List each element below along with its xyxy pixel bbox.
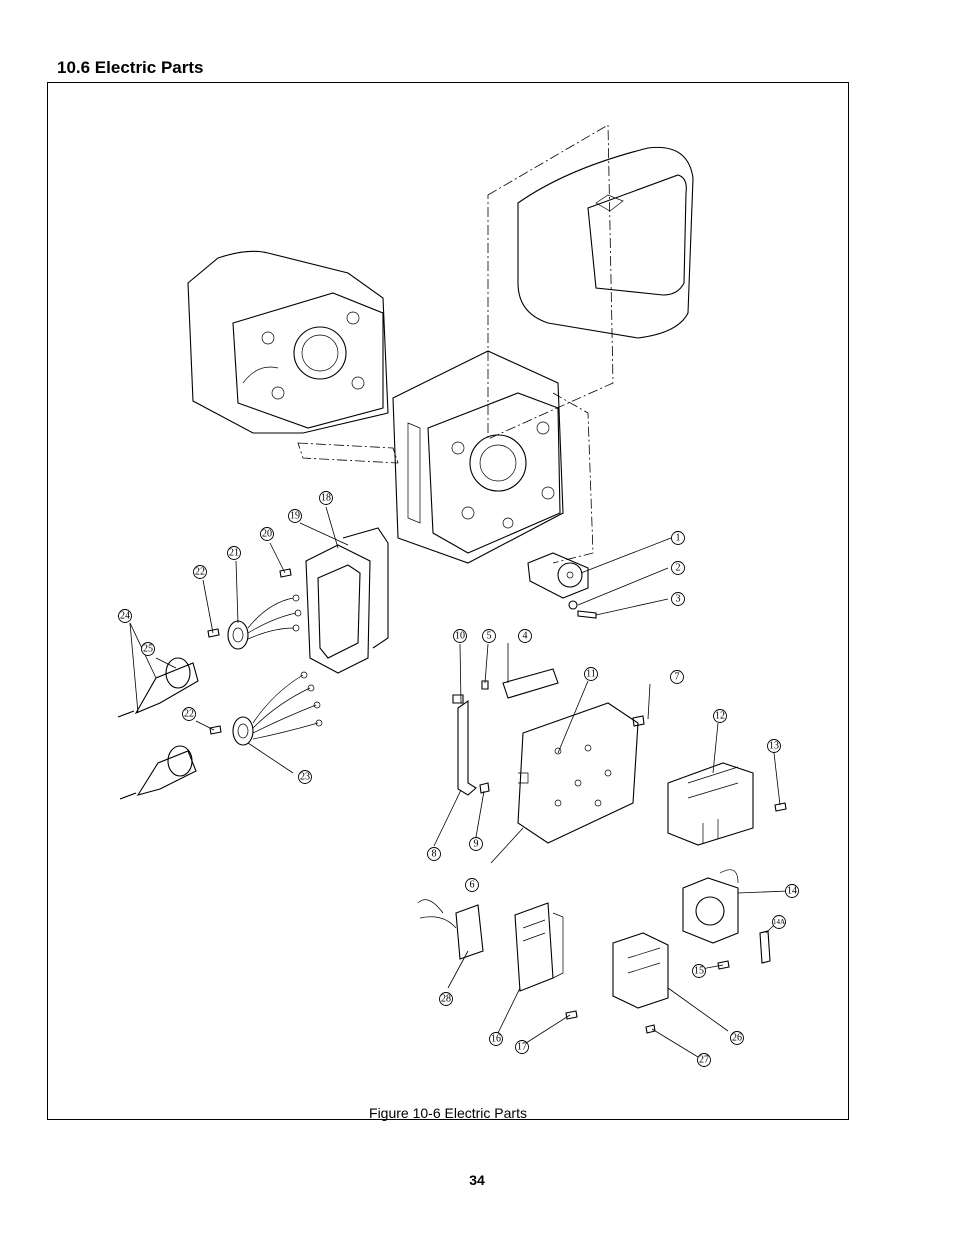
callout-22-upper: 22	[193, 565, 207, 579]
callout-13: 13	[767, 739, 781, 753]
callout-26: 26	[730, 1031, 744, 1045]
svg-text:17: 17	[517, 1042, 527, 1053]
callout-17: 17	[515, 1040, 529, 1054]
svg-text:21: 21	[229, 548, 239, 559]
callout-6: 6	[465, 878, 479, 892]
svg-text:13: 13	[769, 741, 779, 752]
bracket	[457, 699, 477, 796]
callout-3: 3	[671, 592, 685, 606]
exploded-parts-diagram: 1 2 3 4 5 6 7 8 9 10 11 12 13 14 14A 15 …	[117, 124, 799, 1067]
callout-21: 21	[227, 546, 241, 560]
svg-text:15: 15	[694, 966, 704, 977]
svg-text:24: 24	[120, 611, 130, 622]
svg-text:27: 27	[699, 1055, 709, 1066]
svg-text:10: 10	[455, 631, 465, 642]
svg-text:3: 3	[676, 594, 681, 605]
contactor-upper	[667, 762, 754, 846]
svg-text:22: 22	[195, 567, 205, 578]
callout-1: 1	[671, 531, 685, 545]
contactor-lower	[612, 932, 669, 1009]
callout-12: 12	[713, 709, 727, 723]
controller-module	[514, 902, 564, 992]
callout-27: 27	[697, 1053, 711, 1067]
svg-text:25: 25	[143, 644, 153, 655]
svg-text:20: 20	[262, 529, 272, 540]
cable-gland-upper	[117, 657, 199, 718]
callout-8: 8	[427, 847, 441, 861]
leader-lines	[129, 506, 789, 1058]
callout-11: 11	[584, 667, 598, 681]
svg-text:4: 4	[523, 631, 528, 642]
callout-28: 28	[439, 992, 453, 1006]
callout-19: 19	[288, 509, 302, 523]
svg-text:1: 1	[676, 533, 681, 544]
callout-15: 15	[692, 964, 706, 978]
svg-text:9: 9	[474, 839, 479, 850]
callout-22-lower: 22	[182, 707, 196, 721]
callout-14a: 14A	[772, 915, 786, 929]
svg-text:5: 5	[487, 631, 492, 642]
callout-16: 16	[489, 1032, 503, 1046]
svg-text:26: 26	[732, 1033, 742, 1044]
figure-frame: 1 2 3 4 5 6 7 8 9 10 11 12 13 14 14A 15 …	[47, 82, 849, 1121]
callout-24: 24	[118, 609, 132, 623]
section-title: 10.6 Electric Parts	[57, 58, 204, 77]
callout-5: 5	[482, 629, 496, 643]
svg-text:22: 22	[184, 709, 194, 720]
svg-text:19: 19	[290, 511, 300, 522]
figure-caption: Figure 10-6 Electric Parts	[369, 1105, 527, 1121]
callout-25: 25	[141, 642, 155, 656]
front-housing	[392, 350, 594, 564]
svg-text:18: 18	[321, 493, 331, 504]
svg-text:6: 6	[470, 880, 475, 891]
callout-10: 10	[453, 629, 467, 643]
callout-2: 2	[671, 561, 685, 575]
svg-text:12: 12	[715, 711, 725, 722]
connector-upper	[227, 594, 302, 650]
mounting-plate	[517, 702, 639, 844]
callout-20: 20	[260, 527, 274, 541]
top-cover	[487, 124, 694, 440]
rear-housing	[187, 250, 389, 434]
callout-7: 7	[670, 670, 684, 684]
callout-9: 9	[469, 837, 483, 851]
svg-text:2: 2	[676, 563, 681, 574]
svg-text:8: 8	[432, 849, 437, 860]
svg-text:7: 7	[675, 672, 680, 683]
svg-text:28: 28	[441, 994, 451, 1005]
terminal-block	[502, 668, 559, 699]
page-number: 34	[469, 1172, 485, 1188]
part-limit-switch	[527, 552, 589, 599]
svg-text:23: 23	[300, 772, 310, 783]
callout-labels: 1 2 3 4 5 6 7 8 9 10 11 12 13 14 14A 15 …	[118, 491, 799, 1067]
svg-text:11: 11	[586, 669, 596, 680]
terminal-box	[305, 527, 389, 674]
cable-gland-lower	[119, 745, 197, 800]
callout-14: 14	[785, 884, 799, 898]
circuit-card	[417, 899, 484, 960]
callout-18: 18	[319, 491, 333, 505]
connector-lower	[232, 671, 323, 746]
shaft	[297, 442, 399, 464]
callout-23: 23	[298, 770, 312, 784]
svg-text:16: 16	[491, 1034, 501, 1045]
svg-text:14: 14	[787, 886, 797, 897]
relay	[682, 869, 739, 944]
screws	[207, 568, 787, 1034]
svg-text:14A: 14A	[773, 918, 785, 926]
callout-4: 4	[518, 629, 532, 643]
